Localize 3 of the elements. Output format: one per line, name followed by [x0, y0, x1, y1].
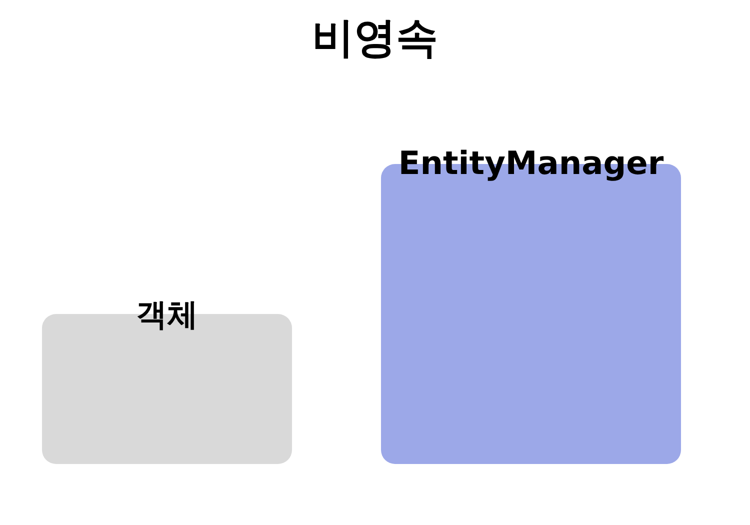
diagram-title: 비영속 — [311, 12, 439, 64]
box-heading: 객체 — [135, 296, 199, 335]
box-heading: EntityManager — [397, 144, 665, 182]
